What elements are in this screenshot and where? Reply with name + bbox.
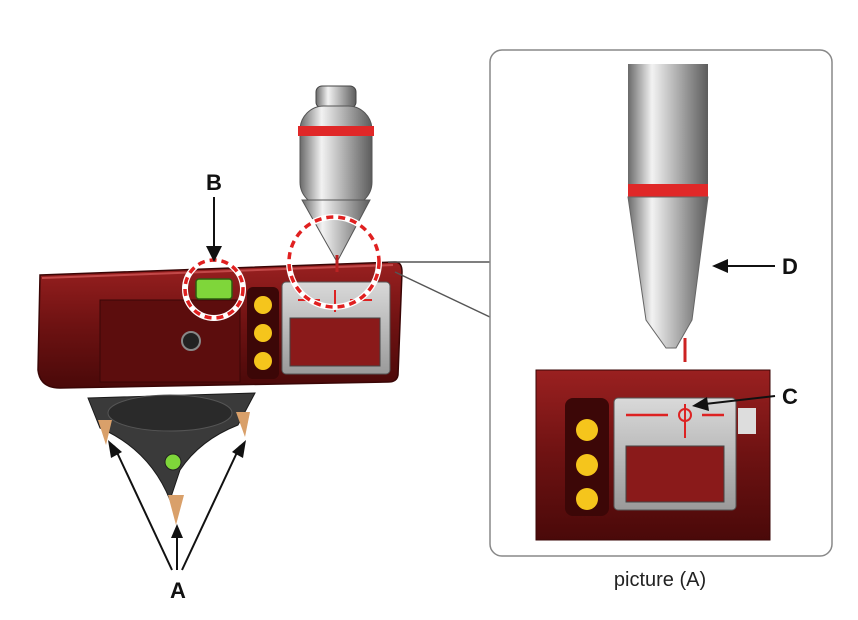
- inset-picture: [489, 49, 833, 557]
- arrow-a-left: [113, 445, 173, 571]
- laser-receiver-device: [37, 261, 403, 389]
- inset-caption: picture (A): [614, 569, 706, 591]
- label-b: B: [206, 170, 222, 195]
- label-c: C: [782, 384, 798, 409]
- arrow-c: [704, 395, 776, 405]
- callout-arrows: [108, 197, 776, 571]
- leveling-screw: [236, 412, 250, 437]
- tribrach-base: [87, 392, 256, 525]
- front-panel: [99, 299, 241, 383]
- sound-button-icon: [254, 352, 272, 370]
- arrow-a-right: [181, 445, 241, 571]
- inset-sound-button-icon: [576, 488, 598, 510]
- label-d: D: [782, 254, 798, 279]
- adjust-knob-icon: [181, 331, 201, 351]
- inset-sensitivity-button-icon: [576, 454, 598, 476]
- label-a: A: [170, 578, 186, 603]
- receiver-display: [289, 317, 381, 367]
- base-bubble-icon: [164, 453, 182, 471]
- power-button-icon: [254, 296, 272, 314]
- sensitivity-button-icon: [254, 324, 272, 342]
- inset-receiver-display: [625, 445, 725, 503]
- zoom-leader-bottom: [394, 271, 493, 319]
- leveling-screw: [168, 495, 184, 525]
- inset-power-button-icon: [576, 419, 598, 441]
- plumb-bob: [298, 85, 374, 272]
- bubble-level: [195, 278, 233, 300]
- leveling-screw: [98, 420, 112, 445]
